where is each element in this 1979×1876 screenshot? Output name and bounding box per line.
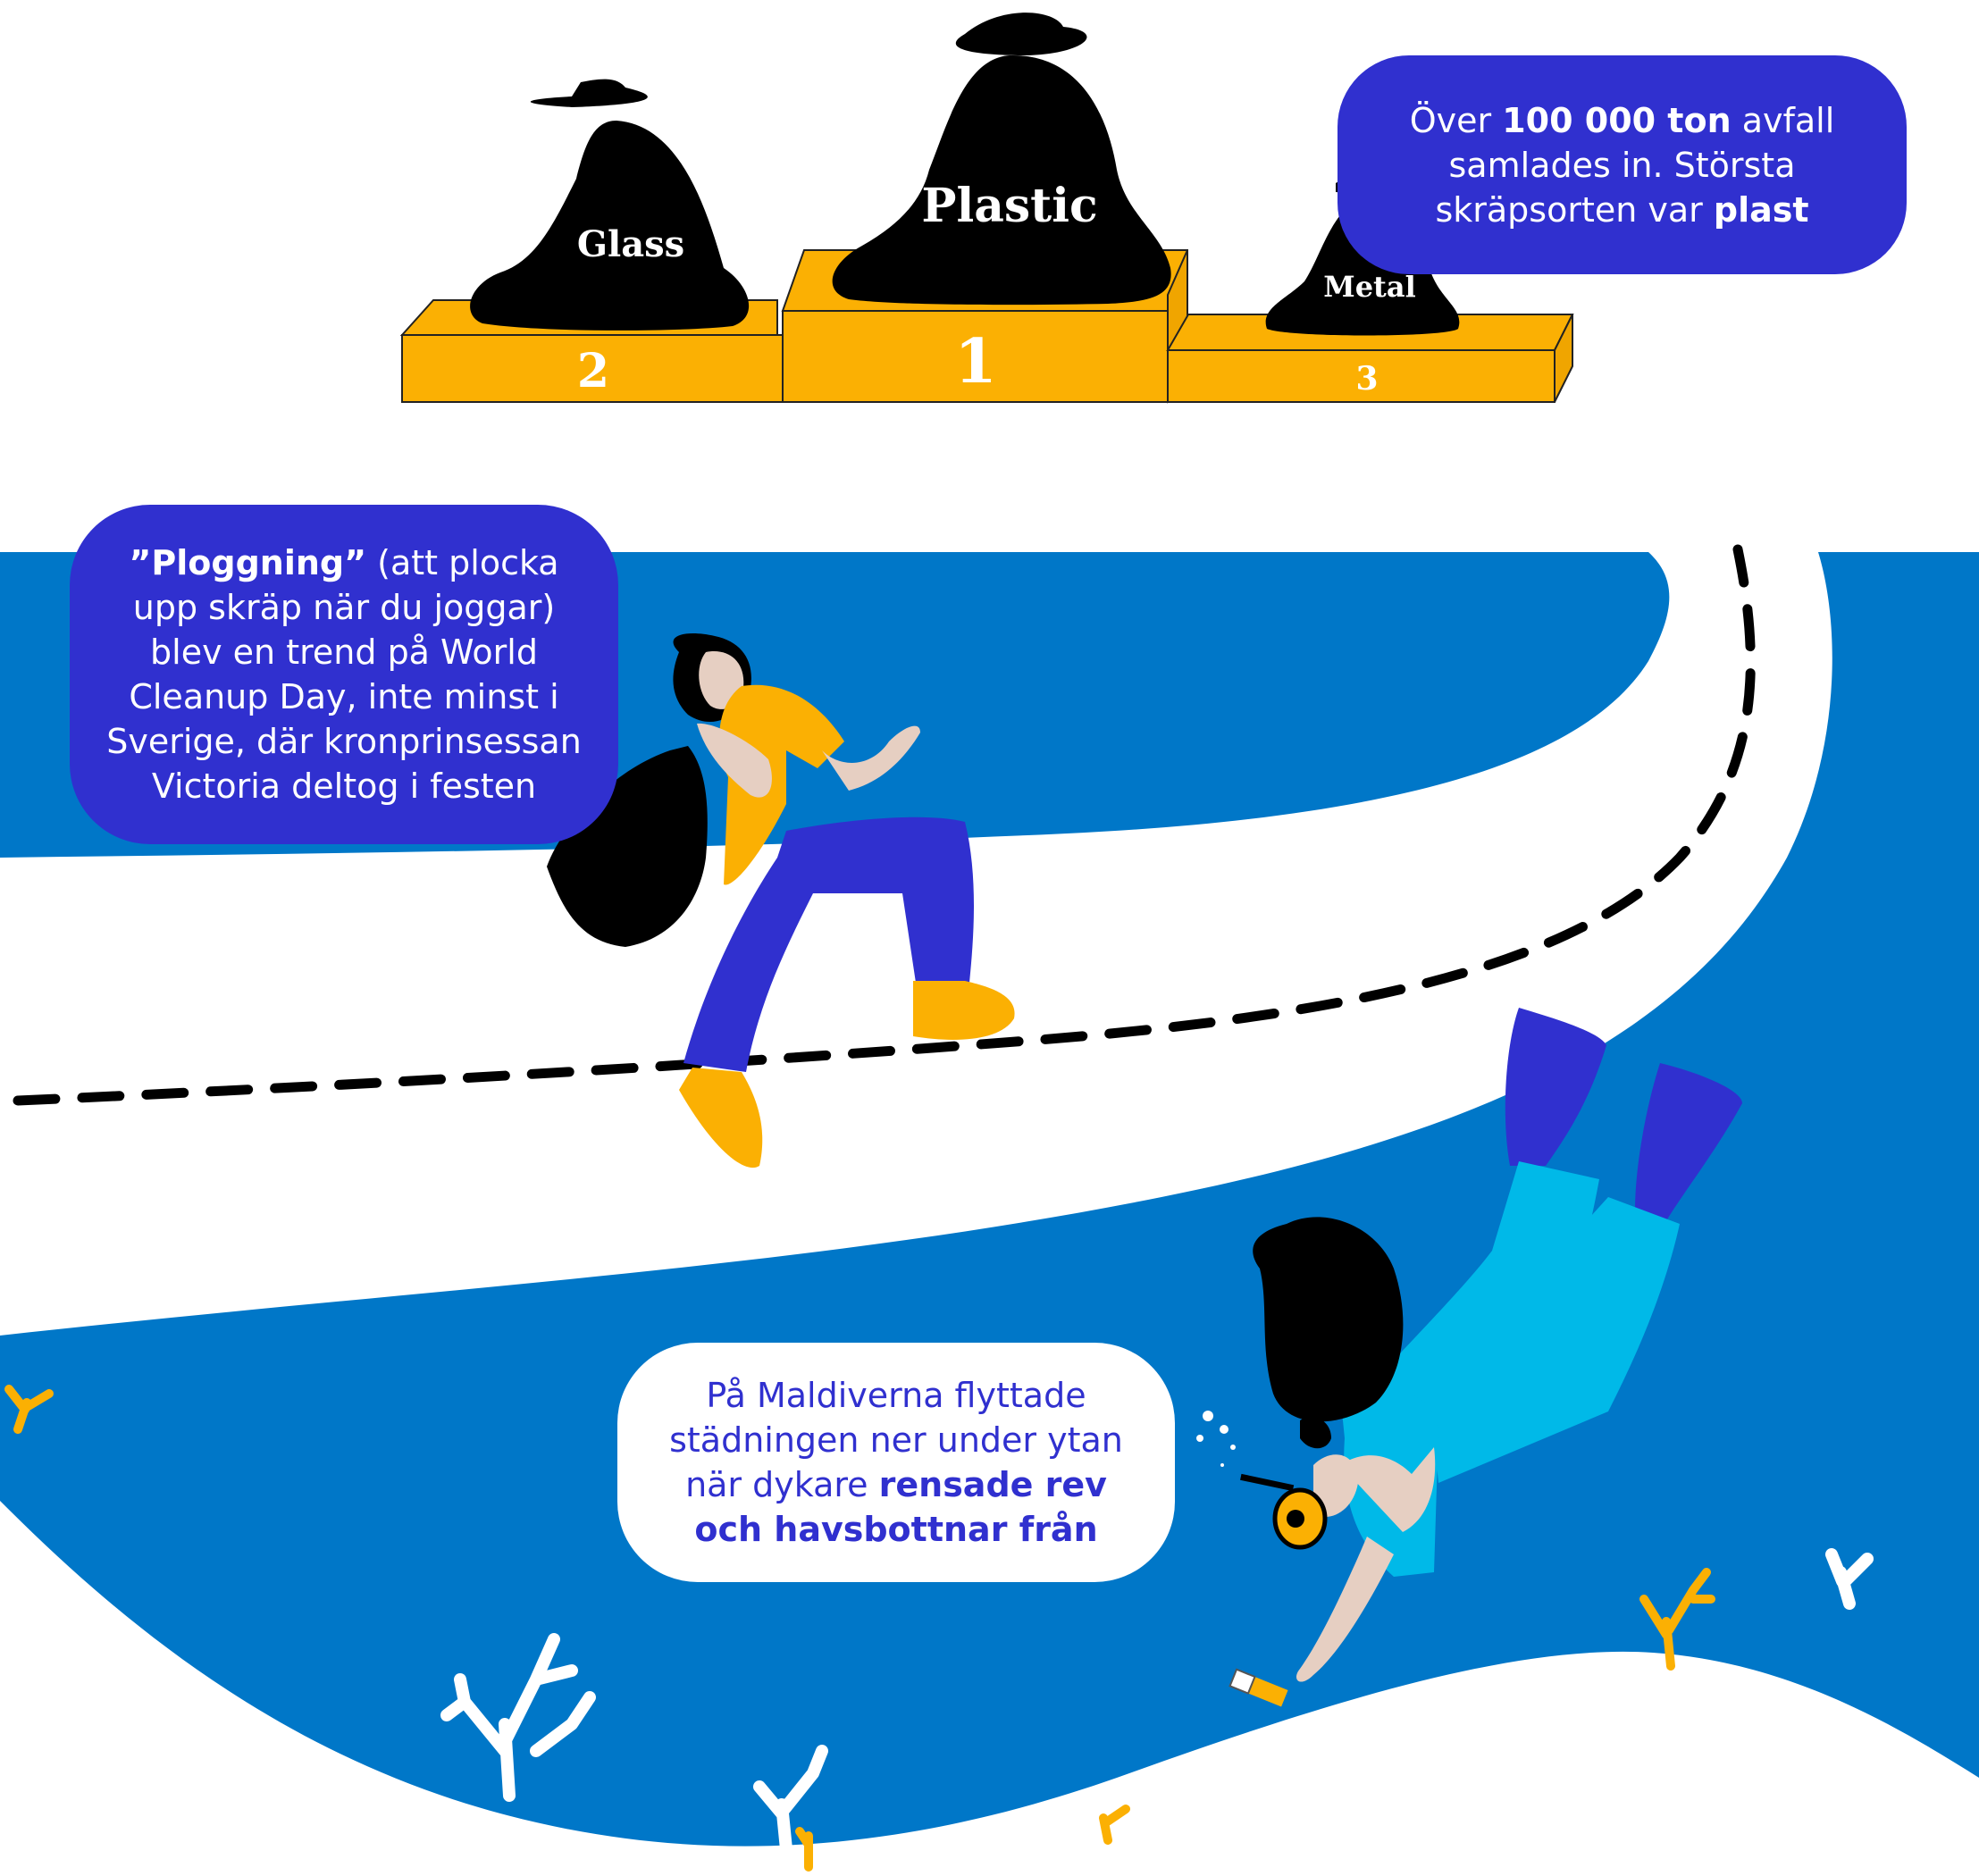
bag-label-glass: Glass — [577, 223, 684, 265]
bag-label-plastic: Plastic — [921, 179, 1097, 233]
coral-icon — [4, 1385, 1874, 1872]
total-waste-fact: Över 100 000 ton avfall samlades in. Stö… — [1338, 55, 1907, 274]
ocean-background — [0, 552, 1979, 1876]
road-center-line — [13, 544, 1756, 1106]
jogger-illustration — [547, 633, 1015, 1168]
bubbles-icon — [1196, 1411, 1236, 1467]
podium-rank-2: 2 — [577, 344, 609, 398]
maldives-text: På Maldiverna flyttade städningen ner un… — [669, 1376, 1123, 1549]
maldives-fact: På Maldiverna flyttade städningen ner un… — [617, 1343, 1175, 1582]
diver-illustration — [1240, 1008, 1742, 1682]
plogging-fact: ”Ploggning” (att plocka upp skräp när du… — [70, 505, 618, 844]
podium-rank-3: 3 — [1355, 360, 1378, 398]
bag-label-metal: Metal — [1323, 270, 1415, 304]
podium-rank-1: 1 — [954, 326, 996, 398]
seabed — [0, 1501, 1979, 1876]
plogging-text: ”Ploggning” (att plocka upp skräp när du… — [106, 543, 582, 806]
total-waste-text: Över 100 000 ton avfall samlades in. Stö… — [1409, 100, 1835, 230]
cigarette-butt-icon — [1228, 1668, 1288, 1707]
trash-bag-icon — [470, 13, 1460, 336]
